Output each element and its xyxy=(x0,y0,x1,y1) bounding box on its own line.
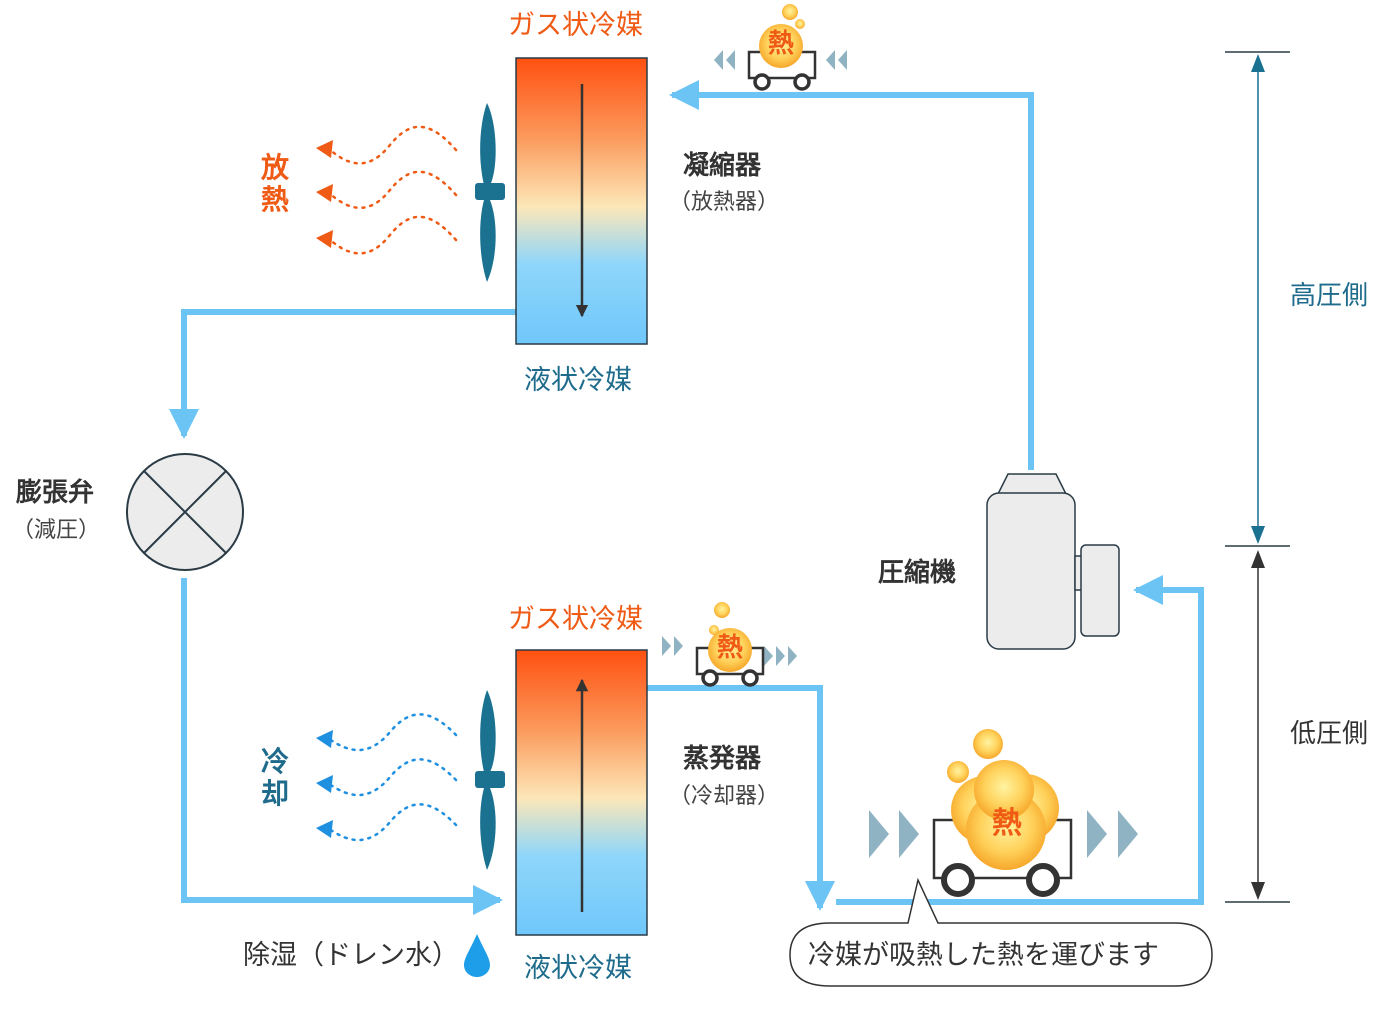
heat-cart-middle-icon xyxy=(662,602,797,687)
heat-char-middle: 熱 xyxy=(716,633,743,663)
condenser-name: 凝縮器 xyxy=(683,151,762,181)
expansion-valve-icon xyxy=(126,453,244,571)
compressor-name: 圧縮機 xyxy=(878,558,957,588)
pipe-compressor-to-condenser xyxy=(669,80,1034,470)
condenser-subname: （放熱器） xyxy=(669,190,780,215)
heat-cart-top-icon xyxy=(714,4,847,91)
low-pressure-label: 低圧側 xyxy=(1290,719,1369,749)
cooling-airflow xyxy=(326,713,458,842)
pipe-evaporator-outlet xyxy=(647,685,835,911)
drain-drop-icon xyxy=(464,934,490,977)
drain-label: 除湿（ドレン水） xyxy=(243,940,459,971)
evaporator-gas-label: ガス状冷媒 xyxy=(508,604,643,635)
evaporator xyxy=(515,649,648,936)
evaporator-liquid-label: 液状冷媒 xyxy=(524,953,632,984)
refrigerant-pipes xyxy=(169,80,1204,915)
speech-bubble-text: 冷媒が吸熱した熱を運びます xyxy=(808,940,1159,971)
heat-release-arrowheads xyxy=(316,140,333,248)
high-pressure-label: 高圧側 xyxy=(1290,281,1369,311)
heat-release-airflow xyxy=(326,125,458,255)
condenser-liquid-label: 液状冷媒 xyxy=(524,365,632,396)
pipe-valve-to-evaporator xyxy=(181,578,503,915)
compressor-icon xyxy=(986,473,1120,650)
evaporator-name: 蒸発器 xyxy=(683,744,762,774)
cooling-arrowheads xyxy=(316,730,333,838)
heat-release-label: 放 熱 xyxy=(260,151,289,217)
evaporator-subname: （冷却器） xyxy=(669,784,780,809)
condenser xyxy=(515,57,648,345)
expansion-valve-name: 膨張弁 xyxy=(16,478,95,508)
heat-char-large: 熱 xyxy=(992,806,1022,841)
pipe-to-compressor xyxy=(836,575,1204,905)
condenser-fan-icon xyxy=(475,103,505,282)
heat-cart-large-icon xyxy=(869,729,1138,897)
pipe-condenser-to-valve xyxy=(169,309,516,439)
evaporator-fan-icon xyxy=(475,690,505,870)
expansion-valve-subname: （減圧） xyxy=(12,518,101,543)
speech-bubble xyxy=(789,877,1213,987)
pressure-indicators xyxy=(1225,51,1290,903)
condenser-gas-label: ガス状冷媒 xyxy=(508,10,643,41)
heat-char-top: 熱 xyxy=(767,29,794,59)
cooling-label: 冷 却 xyxy=(260,745,289,811)
